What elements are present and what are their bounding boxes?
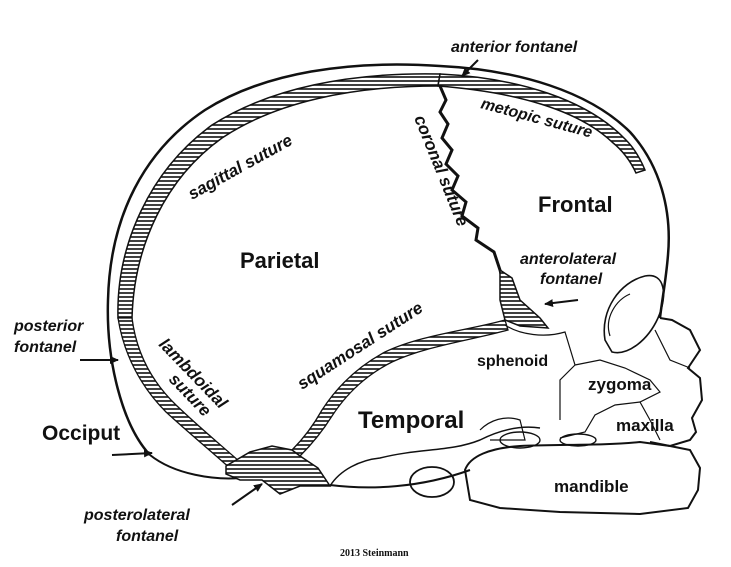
posterolateral-fontanel-area — [226, 446, 330, 494]
occiput-label: Occiput — [42, 422, 120, 445]
posterolateral-fontanel-label-line2: fontanel — [116, 528, 179, 545]
sphenoid-label: sphenoid — [477, 353, 548, 370]
anterior-fontanel-label: anterior fontanel — [451, 39, 578, 56]
occiput-arrow — [112, 453, 152, 455]
ear-opening — [410, 467, 454, 497]
anterolateral-fontanel-arrow — [545, 300, 578, 304]
posterior-fontanel-label-line2: fontanel — [14, 339, 77, 356]
temporal-bone-outline — [330, 427, 540, 486]
posterolateral-fontanel-label-line1: posterolateral — [83, 507, 190, 524]
maxilla-label: maxilla — [616, 416, 674, 435]
sphenoid-bone-outline — [480, 325, 575, 440]
sagittal-suture-band — [118, 74, 440, 318]
mandible-label: mandible — [554, 477, 629, 496]
anterolateral-fontanel-label-line1: anterolateral — [520, 251, 617, 268]
credit-text: 2013 Steinmann — [340, 548, 409, 559]
posterior-fontanel-label-line1: posterior — [13, 318, 84, 335]
coronal-suture-label: coronal suture — [410, 112, 472, 229]
temporal-label: Temporal — [358, 407, 464, 434]
anterolateral-fontanel-label-line2: fontanel — [540, 271, 603, 288]
orbit-outline — [604, 276, 663, 353]
squamosal-suture-band — [292, 320, 508, 456]
posterolateral-fontanel-arrow — [232, 484, 262, 505]
parietal-label: Parietal — [240, 248, 320, 273]
zygoma-label: zygoma — [588, 375, 652, 394]
orbit-inner — [608, 294, 630, 336]
frontal-label: Frontal — [538, 192, 613, 217]
